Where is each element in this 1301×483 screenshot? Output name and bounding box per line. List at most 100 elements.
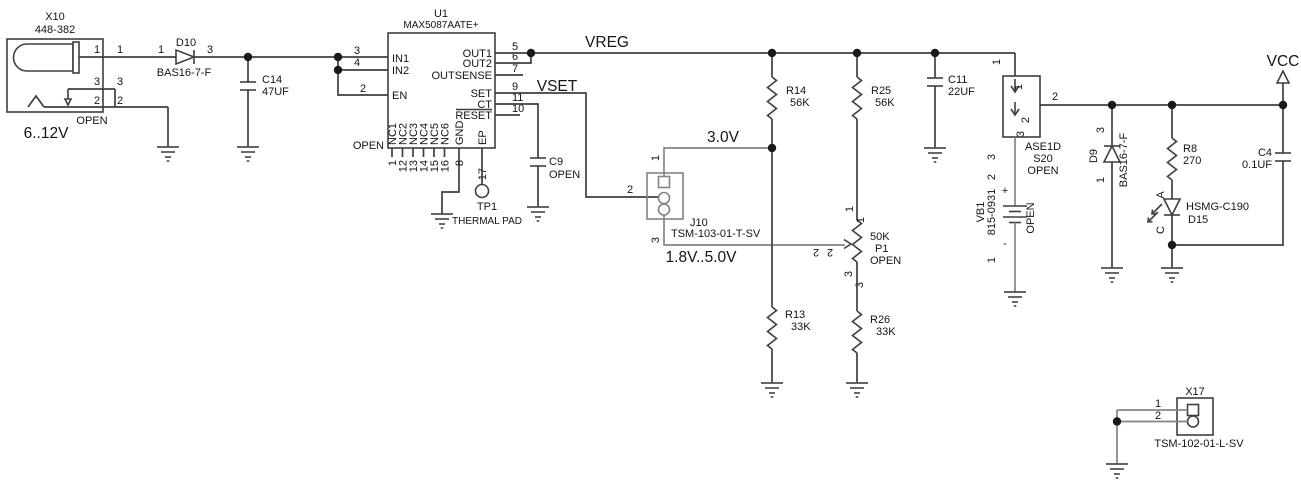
ground-icon [430, 213, 454, 229]
u1-pin5-num: 5 [512, 41, 518, 53]
x10-pin3-num: 3 [94, 76, 100, 88]
x10-ref: X10 [45, 11, 65, 23]
switch-s20: 1 1 2 2 3 ASE1D S20 OPEN [991, 59, 1061, 177]
s20-open: OPEN [1027, 165, 1058, 177]
s20-pin1-net-num: 1 [991, 59, 1003, 65]
vb1-plus: + [1002, 185, 1008, 197]
ic-u1: U1 MAX5087AATE+ IN1 IN2 EN OUT1 OUT2 OUT… [353, 8, 524, 214]
p1-pin3-num: 3 [843, 271, 855, 277]
resistor-r26: R26 33K [851, 262, 896, 383]
p1-pin2-num: 2 [813, 246, 819, 258]
vb1-ref: VB1 [975, 202, 987, 223]
d10-ref: D10 [176, 37, 196, 49]
d15-cathode: C [1155, 226, 1167, 234]
tp1-note: THERMAL PAD [452, 216, 522, 227]
r13-value: 33K [791, 321, 811, 333]
s20-pin1-num: 1 [1013, 84, 1025, 90]
c9-ref: C9 [549, 156, 563, 168]
s20-pin2-num: 2 [1020, 117, 1032, 123]
u1-pinnum-13: 13 [408, 160, 420, 172]
s20-ref: S20 [1033, 153, 1053, 165]
s20-pin2-net-num: 2 [1052, 91, 1058, 103]
x10-pin2-num: 2 [94, 95, 100, 107]
capacitor-c14: C14 47UF [239, 57, 289, 147]
d15-anode: A [1155, 191, 1167, 199]
x10-pin1-num: 1 [94, 44, 100, 56]
j10-pin1-num: 1 [650, 155, 662, 161]
net-label-vreg: VREG [585, 34, 629, 51]
r13-ref: R13 [785, 309, 805, 321]
u1-pin9-num: 9 [512, 81, 518, 93]
ground-icon [236, 146, 260, 162]
connector-j10: 1 2 3 J10 TSM-103-01-T-SV 3.0V 1.8V..5.0… [627, 129, 845, 266]
vb1-pin2-num: 2 [986, 174, 998, 180]
ground-icon [760, 382, 784, 398]
u1-pin-nc1: NC1 [387, 123, 399, 145]
tp1-ref: TP1 [477, 201, 497, 213]
p1-open: OPEN [870, 255, 901, 267]
capacitor-c11: C11 22UF [926, 53, 975, 148]
power-arrow-icon [1275, 69, 1291, 84]
u1-pinnum-12: 12 [397, 160, 409, 172]
u1-pin-outsense: OUTSENSE [431, 70, 492, 82]
x17-part: TSM-102-01-L-SV [1154, 438, 1244, 450]
u1-pin-out1: OUT1 [463, 48, 492, 60]
d15-part: HSMG-C190 [1186, 201, 1249, 213]
jack-switch-pin-icon [63, 98, 73, 107]
net-label-vrange: 1.8V..5.0V [666, 249, 738, 266]
capacitor-icon [239, 81, 257, 91]
net-label-3v0: 3.0V [707, 129, 740, 146]
led-arrow-icon [1151, 209, 1157, 215]
u1-pin10-num: 10 [512, 103, 524, 115]
u1-pin-ep: EP [477, 130, 489, 145]
d9-pin1-num: 1 [1095, 177, 1107, 183]
p1-pin1-num: 1 [844, 206, 856, 212]
net-label-vin: 6..12V [24, 125, 69, 142]
x17-pin1-num: 1 [1155, 398, 1161, 410]
x10-open: OPEN [76, 115, 107, 127]
r8-ref: R8 [1183, 143, 1197, 155]
resistor-r25: R25 56K [851, 53, 895, 220]
p1-pin3-num-b: 3 [854, 282, 866, 288]
resistor-icon [851, 76, 863, 120]
potentiometer-p1: 50K P1 OPEN 1 1 2 2 3 3 [813, 206, 901, 288]
u1-pin3-num: 3 [354, 45, 360, 57]
u1-pinnum-8: 8 [454, 160, 466, 166]
r14-value: 56K [790, 97, 810, 109]
battery-vb1: 3 2 + - 1 VB1 815-0931 OPEN [975, 137, 1037, 292]
led-arrow-icon [1147, 217, 1153, 223]
net-label-vset: VSET [537, 78, 578, 95]
x17-pin2-num: 2 [1155, 410, 1161, 422]
c14-value: 47UF [262, 86, 289, 98]
d10-pin1-num: 1 [158, 44, 164, 56]
pin2-pad-icon [1186, 415, 1200, 428]
u1-pin-set: SET [471, 88, 493, 100]
u1-pin7-num: 7 [512, 63, 518, 75]
c11-ref: C11 [948, 74, 967, 86]
ground-icon [156, 146, 180, 162]
vb1-pin1-num: 1 [986, 257, 998, 263]
capacitor-c4: C4 0.1UF [1172, 105, 1292, 246]
capacitor-icon [1274, 152, 1292, 162]
ground-icon [1100, 267, 1124, 283]
u1-pinnum-17: 17 [477, 168, 489, 180]
r14-ref: R14 [786, 85, 806, 97]
resistor-icon [851, 219, 863, 263]
u1-pin4-num: 4 [354, 57, 360, 69]
ground-icon [1003, 291, 1027, 307]
pin3-pad-icon [657, 203, 671, 216]
r8-value: 270 [1183, 155, 1201, 167]
led-icon [1162, 198, 1182, 217]
u1-pin-reset: RESET [455, 110, 492, 122]
connector-x10: X10 448-382 OPEN 6..12V 1 1 3 3 2 2 [6, 11, 169, 147]
d10-part: BAS16-7-F [157, 67, 212, 79]
u1-open: OPEN [353, 140, 384, 152]
u1-pin-nc5: NC5 [429, 123, 441, 145]
pin2-pad-icon [657, 191, 671, 205]
ground-icon [845, 382, 869, 398]
ground-icon [1160, 267, 1184, 283]
ground-icon [1105, 463, 1129, 479]
p1-ref: P1 [875, 243, 888, 255]
